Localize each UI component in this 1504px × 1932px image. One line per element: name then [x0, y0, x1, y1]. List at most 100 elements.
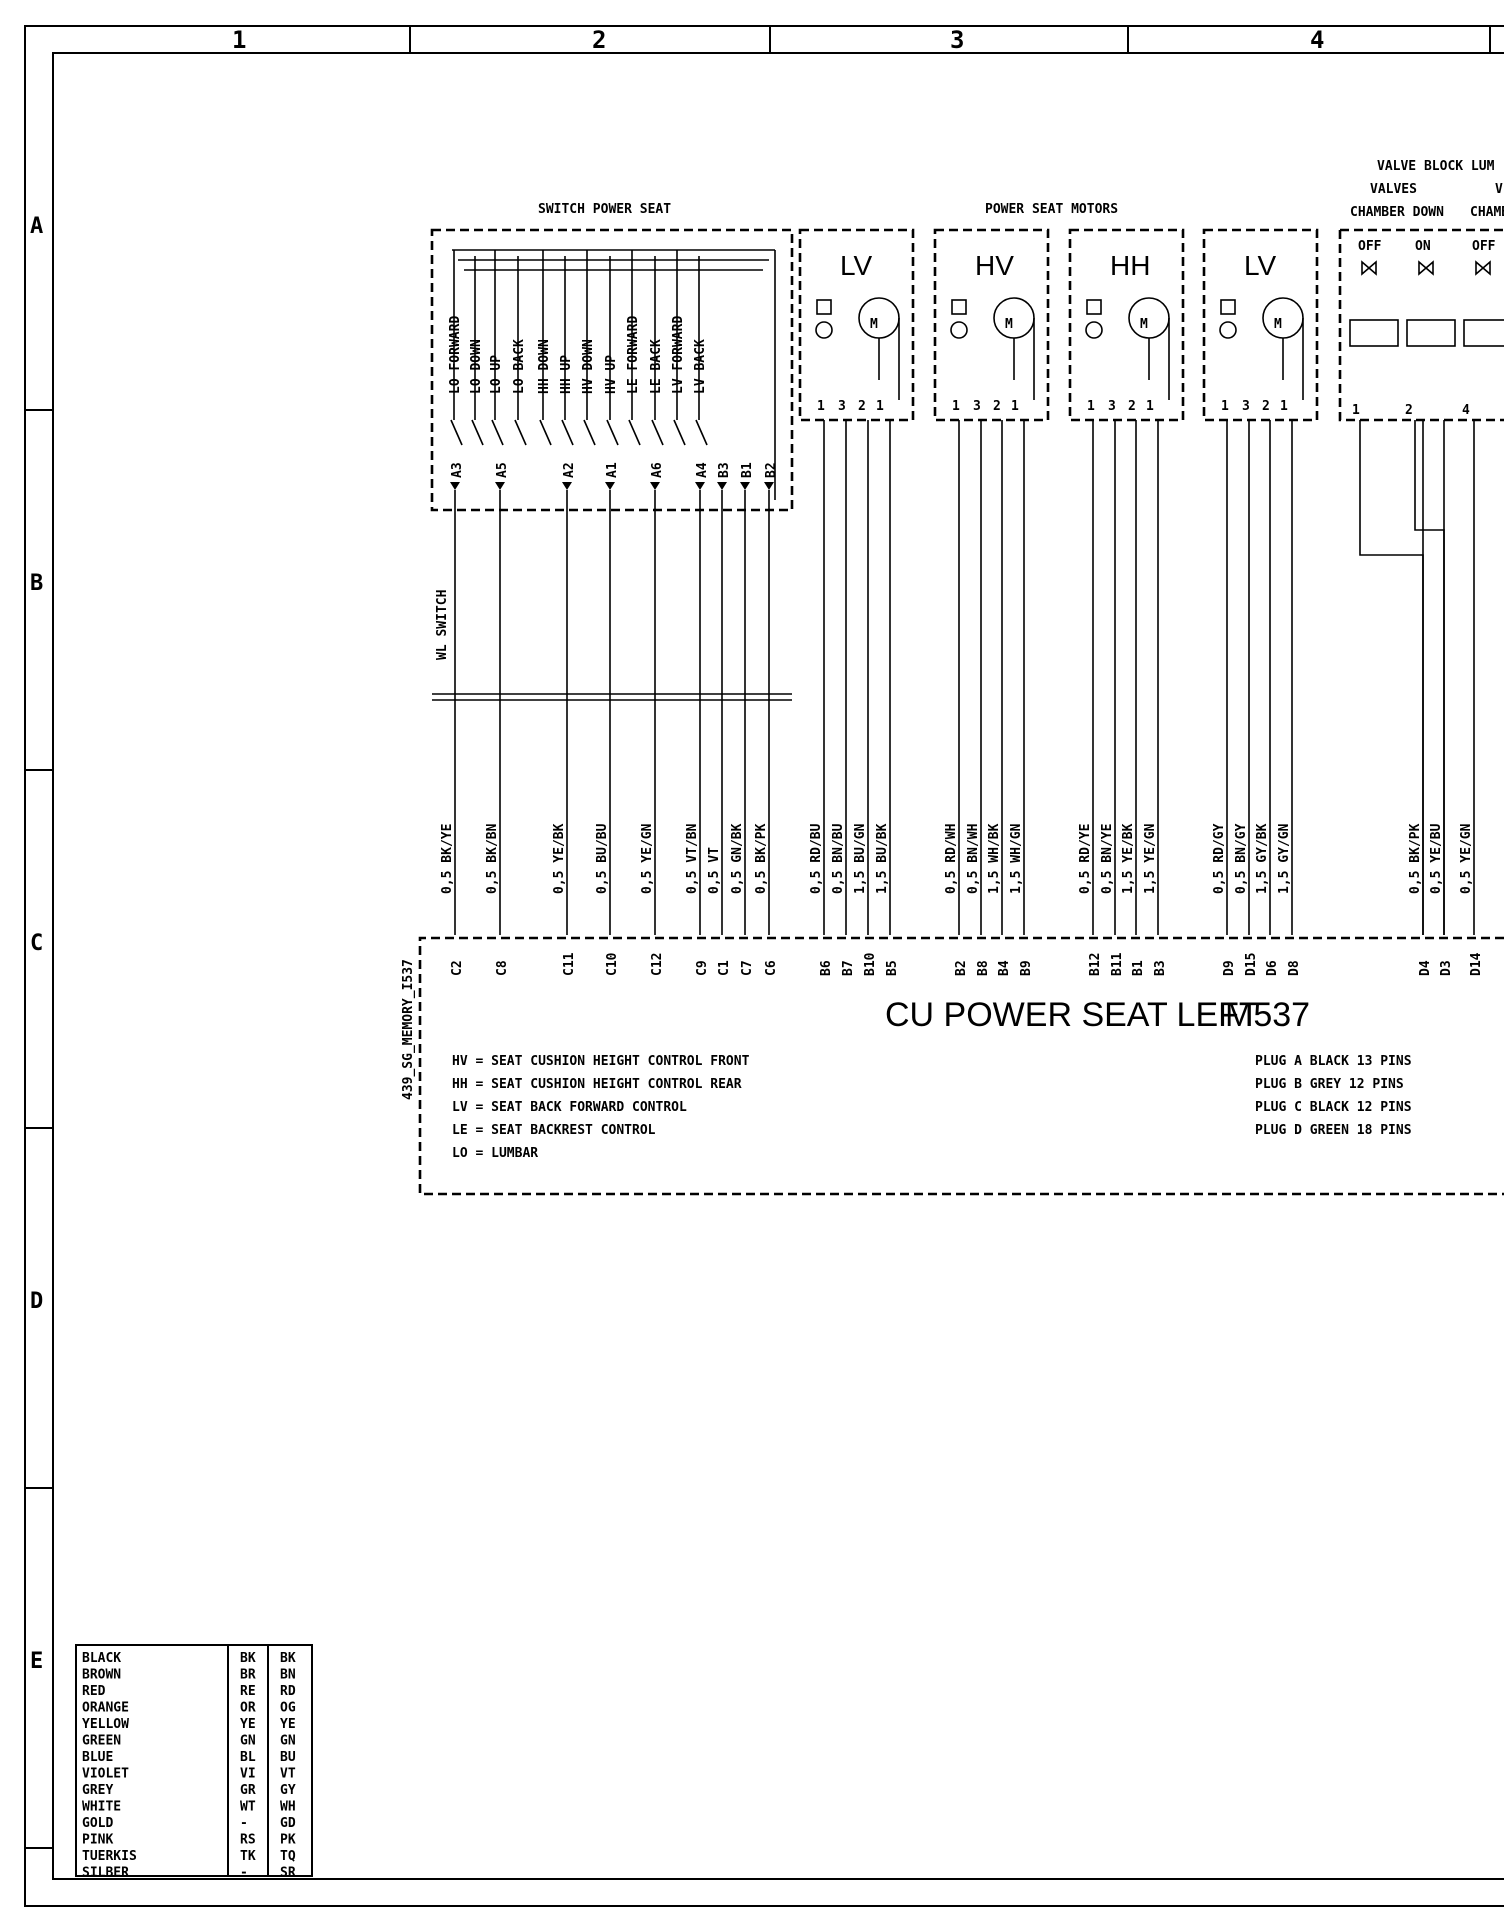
motor-pin: 2 [1262, 399, 1270, 414]
outer-frame [24, 25, 1504, 1907]
color-code-en: YE [280, 1717, 296, 1732]
color-code-de: TK [240, 1849, 256, 1864]
cu-pin-label: C8 [495, 960, 510, 976]
cu-plug-line: PLUG A BLACK 13 PINS [1255, 1054, 1412, 1069]
motor-pin: 1 [1011, 399, 1019, 414]
cu-title: CU POWER SEAT LEFT [885, 996, 1260, 1034]
cu-pin-label: B2 [954, 960, 969, 976]
color-code-de: VI [240, 1767, 256, 1782]
wire-gauge-color: 0,5 BN/BU [831, 823, 846, 894]
wire-gauge-color: 1,5 BU/BK [875, 823, 890, 894]
row-letter: D [30, 1289, 43, 1314]
motor-block [798, 228, 915, 422]
valve-box [1338, 228, 1504, 422]
valve-symbol [1475, 260, 1491, 276]
motor-block [1068, 228, 1185, 422]
wire-gauge-color: 0,5 BU/BU [595, 823, 610, 894]
valve-chamber-label: CHAMB [1470, 205, 1504, 220]
color-code-en: GD [280, 1816, 296, 1831]
motor-symbol: M [870, 317, 878, 332]
switch-contact [606, 419, 619, 446]
cu-pin-label: D3 [1439, 960, 1454, 976]
wire-gauge-color: 0,5 YE/BU [1429, 823, 1444, 894]
pin-arrow [450, 482, 460, 490]
wire-gauge-color: 0,5 BN/GY [1234, 823, 1249, 894]
pin-arrow [605, 482, 615, 490]
cu-pin-label: B1 [1131, 960, 1146, 976]
switch-function-label: HH UP [559, 355, 574, 394]
sensor-box [951, 299, 967, 315]
wire-gauge-color: 0,5 VT/BN [685, 823, 700, 894]
wire-gauge-color: 1,5 YE/BK [1121, 823, 1136, 894]
color-code-en: GN [280, 1734, 296, 1749]
color-code-de: BK [240, 1651, 256, 1666]
valve-coil [1463, 319, 1504, 347]
switch-contact [695, 419, 708, 446]
valve-pin: 4 [1462, 403, 1470, 418]
valve-pin: 1 [1352, 403, 1360, 418]
color-code-en: RD [280, 1684, 296, 1699]
valve-chamber-label: CHAMBER DOWN [1350, 205, 1444, 220]
valve-wire-route [1414, 420, 1445, 935]
switch-contact [673, 419, 686, 446]
cu-pin-label: C2 [450, 960, 465, 976]
cu-pin-label: B8 [976, 960, 991, 976]
column-number: 2 [592, 26, 606, 54]
valve-state: OFF [1358, 239, 1382, 254]
switch-contact [651, 419, 664, 446]
switch-pin-label: A4 [695, 462, 710, 478]
cu-legend-line: HV = SEAT CUSHION HEIGHT CONTROL FRONT [452, 1054, 750, 1069]
cu-pin-label: C9 [695, 960, 710, 976]
pin-arrow [717, 482, 727, 490]
switch-pin-label: B2 [764, 462, 779, 478]
cu-pin-label: C6 [764, 960, 779, 976]
wire-gauge-color: 0,5 BK/YE [440, 824, 455, 894]
wire-gauge-color: 0,5 RD/BU [809, 823, 824, 894]
motor-symbol: M [1274, 317, 1282, 332]
column-number: 1 [232, 26, 246, 54]
valve-subtitle: VALVES [1370, 182, 1417, 197]
motor-pin: 3 [838, 399, 846, 414]
color-code-de: GR [240, 1783, 256, 1798]
cu-legend-line: LV = SEAT BACK FORWARD CONTROL [452, 1100, 687, 1115]
color-code-de: OR [240, 1701, 256, 1716]
color-name: PINK [82, 1833, 113, 1848]
switch-pin-label: A3 [450, 462, 465, 478]
switch-function-label: HH DOWN [537, 339, 552, 394]
switch-contact [471, 419, 484, 446]
wire-gauge-color: 0,5 BK/PK [754, 823, 769, 894]
switch-function-label: LO UP [489, 355, 504, 394]
cu-pin-label: D14 [1469, 952, 1484, 976]
switch-pin-label: A5 [495, 462, 510, 478]
row-letter: C [30, 931, 43, 956]
switch-contact [583, 419, 596, 446]
color-table-frame [75, 1644, 313, 1877]
pin-arrow [695, 482, 705, 490]
cu-pin-label: B10 [863, 952, 878, 976]
valve-coil [1349, 319, 1399, 347]
wire-gauge-color: 0,5 BK/BN [485, 823, 500, 894]
wire-gauge-color: 0,5 YE/BK [552, 823, 567, 894]
color-code-de: RS [240, 1833, 256, 1848]
wire-gauge-color: 0,5 RD/GY [1212, 823, 1227, 894]
motor-pin: 2 [1128, 399, 1136, 414]
color-name: ORANGE [82, 1701, 129, 1716]
color-name: WHITE [82, 1800, 121, 1815]
color-code-de: - [240, 1866, 248, 1881]
motor-circle [993, 297, 1035, 339]
color-code-en: GY [280, 1783, 296, 1798]
color-code-de: BR [240, 1668, 256, 1683]
motor-pin: 3 [1108, 399, 1116, 414]
motor-name: LV [1244, 250, 1276, 281]
color-name: YELLOW [82, 1717, 129, 1732]
column-number: 4 [1310, 26, 1324, 54]
switch-pin-label: B3 [717, 462, 732, 478]
color-code-en: BU [280, 1750, 296, 1765]
switch-contact [628, 419, 641, 446]
valve-pin: 2 [1405, 403, 1413, 418]
switch-function-label: HV UP [604, 355, 619, 394]
color-code-en: VT [280, 1767, 296, 1782]
